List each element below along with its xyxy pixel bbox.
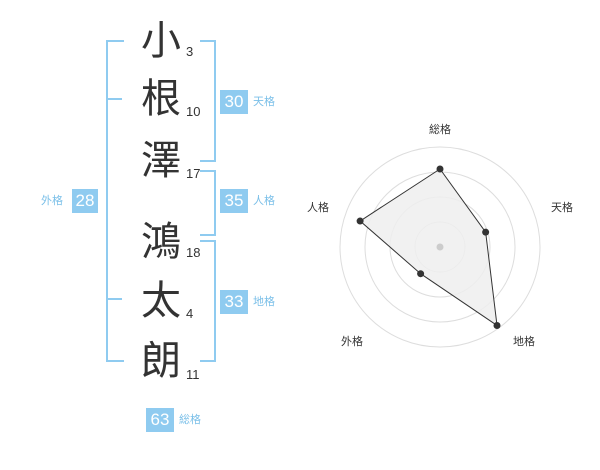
tenkaku-bracket [200, 40, 216, 162]
chikaku-bracket [200, 240, 216, 362]
chikaku-value-badge: 33 [220, 290, 248, 314]
stroke-count-6: 11 [186, 367, 200, 382]
radar-polygon [359, 168, 498, 327]
stroke-count-5: 4 [186, 306, 194, 321]
tenkaku-value-badge: 30 [220, 90, 248, 114]
jinkaku-bracket [200, 170, 216, 236]
radar-axis-label: 天格 [551, 200, 573, 214]
radar-point-1 [436, 165, 444, 173]
stroke-count-2: 10 [186, 104, 201, 119]
radar-point-4 [417, 270, 425, 278]
gaikaku-bracket [106, 40, 124, 362]
name-char-4: 鴻 [141, 219, 181, 265]
jinkaku-value-badge: 35 [220, 189, 248, 213]
name-char-3: 澤 [141, 138, 181, 184]
gaikaku-value-badge: 28 [72, 189, 98, 213]
radar-point-2 [482, 228, 490, 236]
stroke-count-4: 18 [186, 245, 201, 260]
radar-axis-label: 総格 [429, 122, 451, 136]
gaikaku-tick-top [106, 98, 122, 100]
radar-point-3 [493, 321, 501, 329]
tenkaku-label: 天格 [253, 95, 275, 108]
name-char-5: 太 [141, 278, 181, 324]
gaikaku-tick-bottom [106, 298, 122, 300]
stroke-count-3: 17 [186, 166, 201, 181]
radar-axis-label: 人格 [307, 200, 329, 214]
radar-center-dot [436, 243, 444, 251]
name-char-6: 朗 [141, 338, 181, 384]
name-char-2: 根 [141, 76, 181, 122]
radar-point-5 [356, 217, 364, 225]
name-char-1: 小 [141, 18, 181, 64]
jinkaku-label: 人格 [253, 194, 275, 207]
radar-ring [339, 146, 541, 348]
soukaku-value-badge: 63 [146, 408, 174, 432]
gaikaku-label: 外格 [41, 194, 63, 207]
chikaku-label: 地格 [253, 295, 275, 308]
radar-axis-label: 外格 [341, 334, 363, 348]
stroke-count-1: 3 [186, 44, 194, 59]
soukaku-label: 総格 [179, 413, 201, 426]
radar-axis-label: 地格 [513, 334, 535, 348]
